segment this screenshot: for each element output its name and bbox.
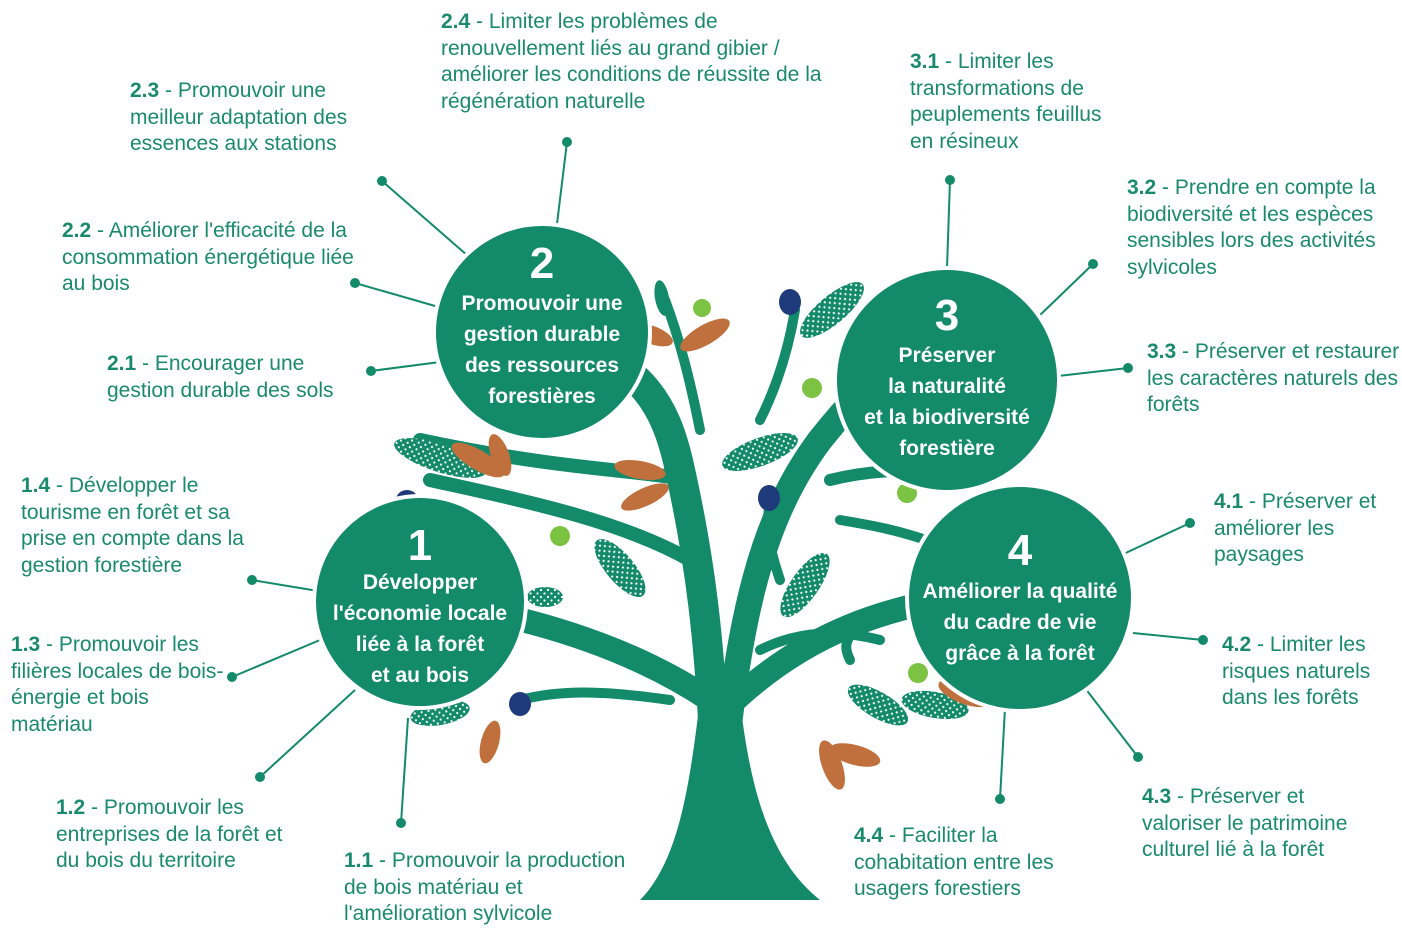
axis-1-number: 1 [408, 521, 432, 570]
objective-text: Préserver et restaurer les caractères na… [1147, 340, 1400, 416]
objective-code: 2.2 [62, 219, 92, 242]
connector-lines [227, 137, 1208, 828]
objective-code: 3.1 [910, 50, 940, 73]
axis-3-line-4: forestière [899, 437, 995, 460]
axis-2-circle: 2 Promouvoir une gestion durable des res… [432, 222, 652, 442]
axis-3-circle: 3 Préserver la naturalité et la biodiver… [833, 266, 1061, 494]
axis-4-circle: 4 Améliorer la qualité du cadre de vie g… [905, 483, 1135, 713]
axis-4-number: 4 [1008, 526, 1033, 575]
objective-4-3: 4.3 - Préserver et valoriser le patrimoi… [1142, 785, 1348, 861]
objective-text: Préserver et améliorer les paysages [1214, 490, 1377, 566]
objective-3-2: 3.2 - Prendre en compte la biodiversité … [1127, 176, 1376, 279]
objective-code: 1.4 [21, 474, 51, 497]
tree-trunk [640, 700, 820, 900]
axis-4-line-2: du cadre de vie [944, 611, 1097, 634]
objective-text: Développer le tourisme en forêt et sa pr… [21, 474, 244, 577]
axis-2-line-2: gestion durable [464, 323, 620, 346]
objective-code: 4.1 [1214, 490, 1244, 513]
objective-1-2: 1.2 - Promouvoir les entreprises de la f… [56, 796, 283, 872]
axis-4-line-1: Améliorer la qualité [923, 580, 1118, 603]
objective-code: 2.4 [441, 10, 471, 33]
axis-2-line-1: Promouvoir une [461, 292, 622, 315]
objective-text: Promouvoir une meilleur adaptation des e… [130, 79, 348, 155]
objective-text: Limiter les problèmes de renouvellement … [441, 10, 822, 113]
objective-code: 4.2 [1222, 633, 1252, 656]
objective-4-4: 4.4 - Faciliter la cohabitation entre le… [854, 824, 1054, 900]
objective-code: 2.1 [107, 352, 137, 375]
objective-1-3: 1.3 - Promouvoir les filières locales de… [11, 633, 224, 736]
axis-3-line-2: la naturalité [888, 375, 1006, 398]
objective-text: Promouvoir la production de bois matéria… [344, 849, 626, 925]
objective-text: Faciliter la cohabitation entre les usag… [854, 824, 1054, 900]
objective-text: Prendre en compte la biodiversité et les… [1127, 176, 1376, 279]
objective-4-1: 4.1 - Préserver et améliorer les paysage… [1214, 490, 1377, 566]
objective-text: Limiter les risques naturels dans les fo… [1222, 633, 1371, 709]
tree-branches [408, 295, 1032, 775]
axis-3-line-1: Préserver [899, 344, 996, 367]
objective-text: Préserver et valoriser le patrimoine cul… [1142, 785, 1348, 861]
objective-2-1: 2.1 - Encourager une gestion durable des… [107, 352, 334, 402]
axis-2-number: 2 [530, 239, 554, 288]
objective-text: Promouvoir les filières locales de bois-… [11, 633, 224, 736]
objective-text: Améliorer l'efficacité de la consommatio… [62, 219, 354, 295]
objective-code: 4.3 [1142, 785, 1172, 808]
objective-1-1: 1.1 - Promouvoir la production de bois m… [344, 849, 626, 925]
objective-text: Promouvoir les entreprises de la forêt e… [56, 796, 283, 872]
objective-3-3: 3.3 - Préserver et restaurer les caractè… [1147, 340, 1400, 416]
objective-code: 4.4 [854, 824, 884, 847]
objective-1-4: 1.4 - Développer le tourisme en forêt et… [21, 474, 244, 577]
objective-code: 2.3 [130, 79, 160, 102]
axis-1-line-4: et au bois [371, 664, 469, 687]
axis-2-line-3: des ressources [465, 354, 619, 377]
axis-1-line-3: liée à la forêt [356, 633, 484, 656]
objective-2-2: 2.2 - Améliorer l'efficacité de la conso… [62, 219, 354, 295]
objective-text: Encourager une gestion durable des sols [107, 352, 334, 402]
objective-code: 1.2 [56, 796, 86, 819]
objective-4-2: 4.2 - Limiter les risques naturels dans … [1222, 633, 1371, 709]
axis-3-line-3: et la biodiversité [864, 406, 1030, 429]
objective-code: 1.1 [344, 849, 374, 872]
axis-3-number: 3 [935, 291, 959, 340]
axis-2-line-4: forestières [488, 385, 595, 408]
objective-2-4: 2.4 - Limiter les problèmes de renouvell… [441, 10, 822, 113]
axis-1-line-1: Développer [363, 571, 477, 594]
axis-1-line-2: l'économie locale [333, 602, 507, 625]
axis-1-circle: 1 Développer l'économie locale liée à la… [312, 494, 528, 710]
objective-code: 1.3 [11, 633, 41, 656]
axis-4-line-3: grâce à la forêt [945, 642, 1094, 665]
objective-3-1: 3.1 - Limiter les transformations de peu… [910, 50, 1102, 153]
objective-text: Limiter les transformations de peuplemen… [910, 50, 1102, 153]
objective-code: 3.2 [1127, 176, 1157, 199]
objective-code: 3.3 [1147, 340, 1177, 363]
objective-2-3: 2.3 - Promouvoir une meilleur adaptation… [130, 79, 348, 155]
